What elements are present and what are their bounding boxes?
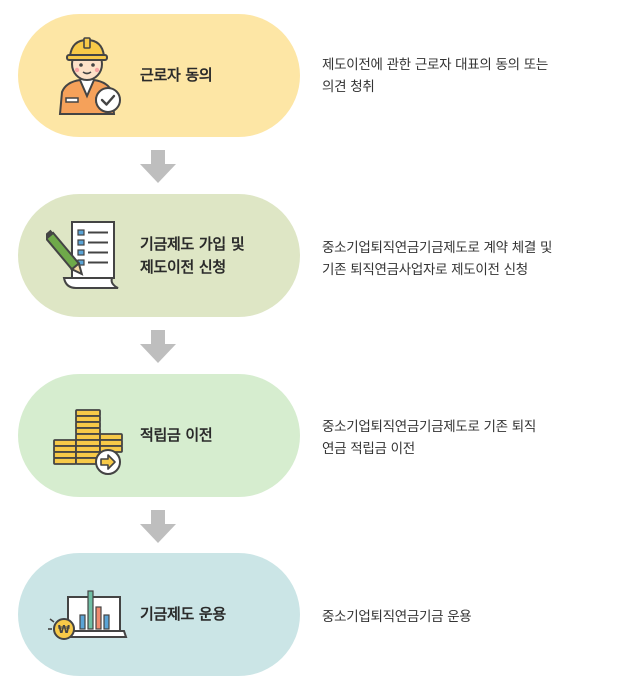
document-pen-icon: [43, 216, 128, 296]
down-arrow-icon: [140, 510, 176, 543]
step-3-title: 적립금 이전: [140, 426, 213, 444]
coins-transfer-icon: [46, 396, 128, 476]
down-arrow-icon: [140, 150, 176, 183]
step-3-description: 중소기업퇴직연금기금제도로 기존 퇴직 연금 적립금 이전: [322, 419, 537, 457]
step-1-box: 근로자 동의: [18, 14, 300, 137]
down-arrow-icon: [140, 330, 176, 363]
monitor-chart-won-icon: ₩: [46, 575, 128, 655]
step-2-description: 중소기업퇴직연금기금제도로 계약 체결 및 기존 퇴직연금사업자로 제도이전 신…: [322, 240, 553, 278]
step-2-title: 기금제도 가입 및 제도이전 신청: [140, 234, 245, 276]
worker-helmet-check-icon: [46, 36, 128, 116]
step-1-description: 제도이전에 관한 근로자 대표의 동의 또는 의견 청취: [322, 57, 548, 95]
step-4-title: 기금제도 운용: [140, 605, 226, 623]
step-4-description: 중소기업퇴직연금기금 운용: [322, 609, 472, 625]
step-2-box: 기금제도 가입 및 제도이전 신청: [18, 194, 300, 317]
step-1-title: 근로자 동의: [140, 66, 213, 84]
svg-text:₩: ₩: [58, 623, 70, 636]
step-3-box: 적립금 이전: [18, 374, 300, 497]
step-4-box: ₩ 기금제도 운용: [18, 553, 300, 676]
